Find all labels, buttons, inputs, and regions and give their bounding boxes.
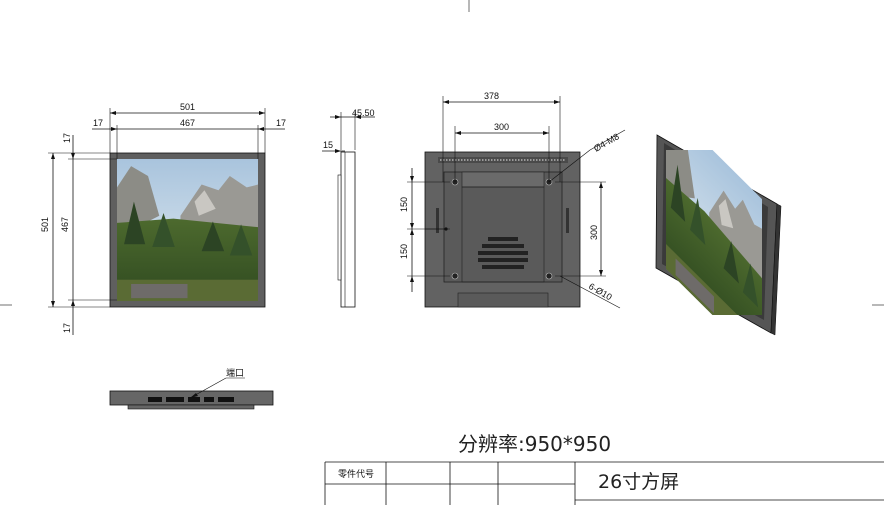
title-block: 零件代号 26寸方屏 xyxy=(324,461,884,505)
product-name: 26寸方屏 xyxy=(598,471,679,493)
resolution-label: 分辨率:950*950 xyxy=(458,432,611,456)
dim-front-left-margin: 17 xyxy=(93,118,103,128)
back-view: 378 300 Ø4-M8 6-Ø10 150 150 300 xyxy=(399,91,626,309)
dim-back-vertical-2: 150 xyxy=(399,244,409,259)
dim-front-right-margin: 17 xyxy=(276,118,286,128)
bottom-view: 端口 xyxy=(109,367,274,410)
dim-back-mount-height: 300 xyxy=(589,225,599,240)
dim-front-inner-width: 467 xyxy=(180,118,195,128)
dim-back-vertical-1: 150 xyxy=(399,197,409,212)
front-view: 501 467 17 17 501 467 17 17 xyxy=(40,102,286,335)
side-body xyxy=(340,151,356,308)
dim-side-depth: 45.50 xyxy=(352,108,375,118)
dim-front-inner-height: 467 xyxy=(60,217,70,232)
isometric-view xyxy=(655,134,782,336)
dim-front-top-margin: 17 xyxy=(62,133,72,143)
dim-back-outer-mount-width: 378 xyxy=(484,91,499,101)
dim-front-overall-height: 501 xyxy=(40,217,50,232)
iso-screen-image xyxy=(666,150,762,315)
dim-front-bottom-margin: 17 xyxy=(62,323,72,333)
label-holes: 6-Ø10 xyxy=(587,281,614,302)
label-port: 端口 xyxy=(226,367,244,379)
dim-side-flange: 15 xyxy=(323,140,333,150)
label-part-code: 零件代号 xyxy=(338,468,374,480)
label-mount-hole: Ø4-M8 xyxy=(592,131,621,153)
screen-landscape-image xyxy=(117,159,258,301)
side-view: 45.50 15 xyxy=(322,108,375,308)
dim-back-inner-mount-width: 300 xyxy=(494,122,509,132)
dim-front-overall-width: 501 xyxy=(180,102,195,112)
